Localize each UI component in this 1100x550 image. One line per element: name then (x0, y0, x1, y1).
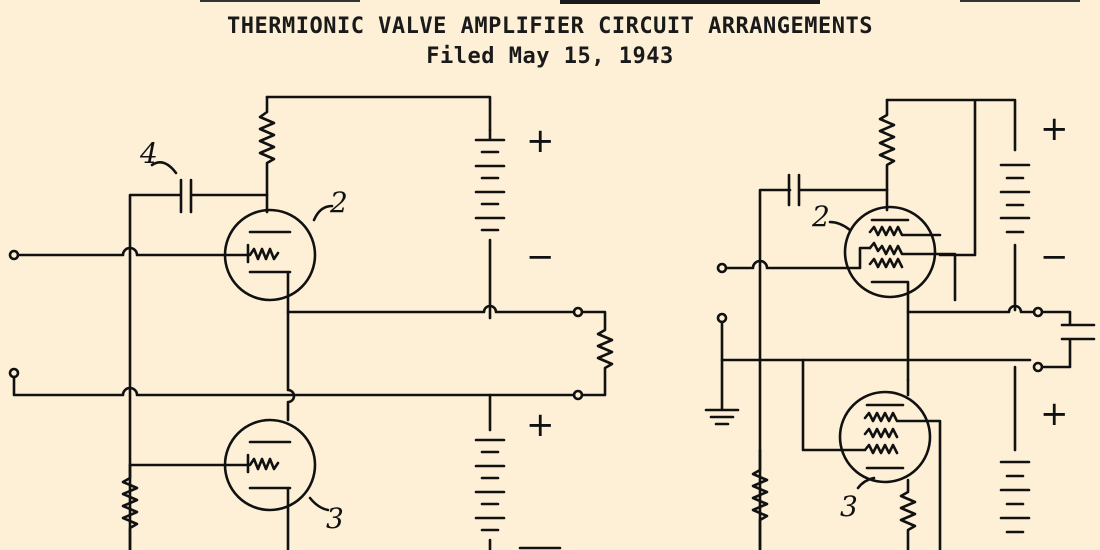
output-terminal-1[interactable] (572, 306, 584, 318)
label-minus-upper: − (526, 237, 555, 277)
output-wire-right (906, 304, 1096, 369)
battery-lower (474, 393, 562, 550)
right-circuit: 2 3 + − + (704, 98, 1096, 550)
label-2-leader-right (828, 220, 852, 232)
right-output-terminal-1[interactable] (1032, 306, 1044, 318)
battery-right-lower (999, 365, 1031, 534)
grid-resistor-3 (121, 463, 139, 550)
patent-title: THERMIONIC VALVE AMPLIFIER CIRCUIT ARRAN… (226, 14, 874, 39)
label-plus-lower: + (526, 405, 555, 445)
grid-resistor-right (751, 448, 769, 550)
label-3-leader-right (856, 476, 876, 490)
top-wire (265, 95, 492, 132)
coupling-wire (128, 193, 269, 550)
valve-2-cathode (248, 270, 296, 422)
right-input-terminal-1[interactable] (716, 262, 728, 274)
filing-date: Filed May 15, 1943 (426, 44, 674, 69)
label-valve-2: 2 (329, 186, 348, 219)
pentode-2-electrodes (868, 218, 957, 382)
label-3-leader (308, 496, 330, 512)
anode-resistor-right (878, 98, 896, 212)
label-capacitor-4: 4 (139, 137, 158, 170)
ground-wire (704, 320, 740, 426)
battery-right-upper (999, 163, 1031, 312)
output-wire-upper (286, 304, 614, 397)
cathode-resistor-right (899, 478, 917, 550)
label-plus-upper: + (526, 121, 555, 161)
capacitor-4 (179, 178, 193, 214)
pentode-2 (843, 205, 937, 299)
label-pentode-2: 2 (811, 200, 830, 233)
grid-input-right (724, 246, 872, 270)
battery-upper (474, 128, 506, 320)
label-minus-right-upper: − (1040, 237, 1069, 277)
label-2-leader (312, 204, 334, 222)
label-valve-3: 3 (326, 502, 344, 535)
label-4-leader (150, 161, 178, 175)
label-plus-right-lower: + (1040, 394, 1069, 434)
valve-3-grid (128, 453, 280, 474)
top-wire-right (885, 98, 1017, 257)
valve-2-grid (16, 243, 280, 264)
input-terminal-1[interactable] (8, 249, 20, 261)
cutoff-header-line (0, 0, 1100, 8)
anode-resistor (258, 95, 276, 214)
left-circuit: 4 2 3 + − + (8, 95, 614, 550)
label-plus-right-upper: + (1040, 109, 1069, 149)
label-pentode-3: 3 (840, 490, 858, 523)
coupling-wire-right (758, 188, 889, 550)
capacitor-right (787, 173, 801, 207)
pentode-3-electrodes (801, 358, 942, 550)
right-output-terminal-2[interactable] (1032, 361, 1044, 373)
valve-3-cathode (248, 486, 292, 550)
pentode-3 (838, 390, 932, 484)
common-wire (12, 375, 576, 397)
